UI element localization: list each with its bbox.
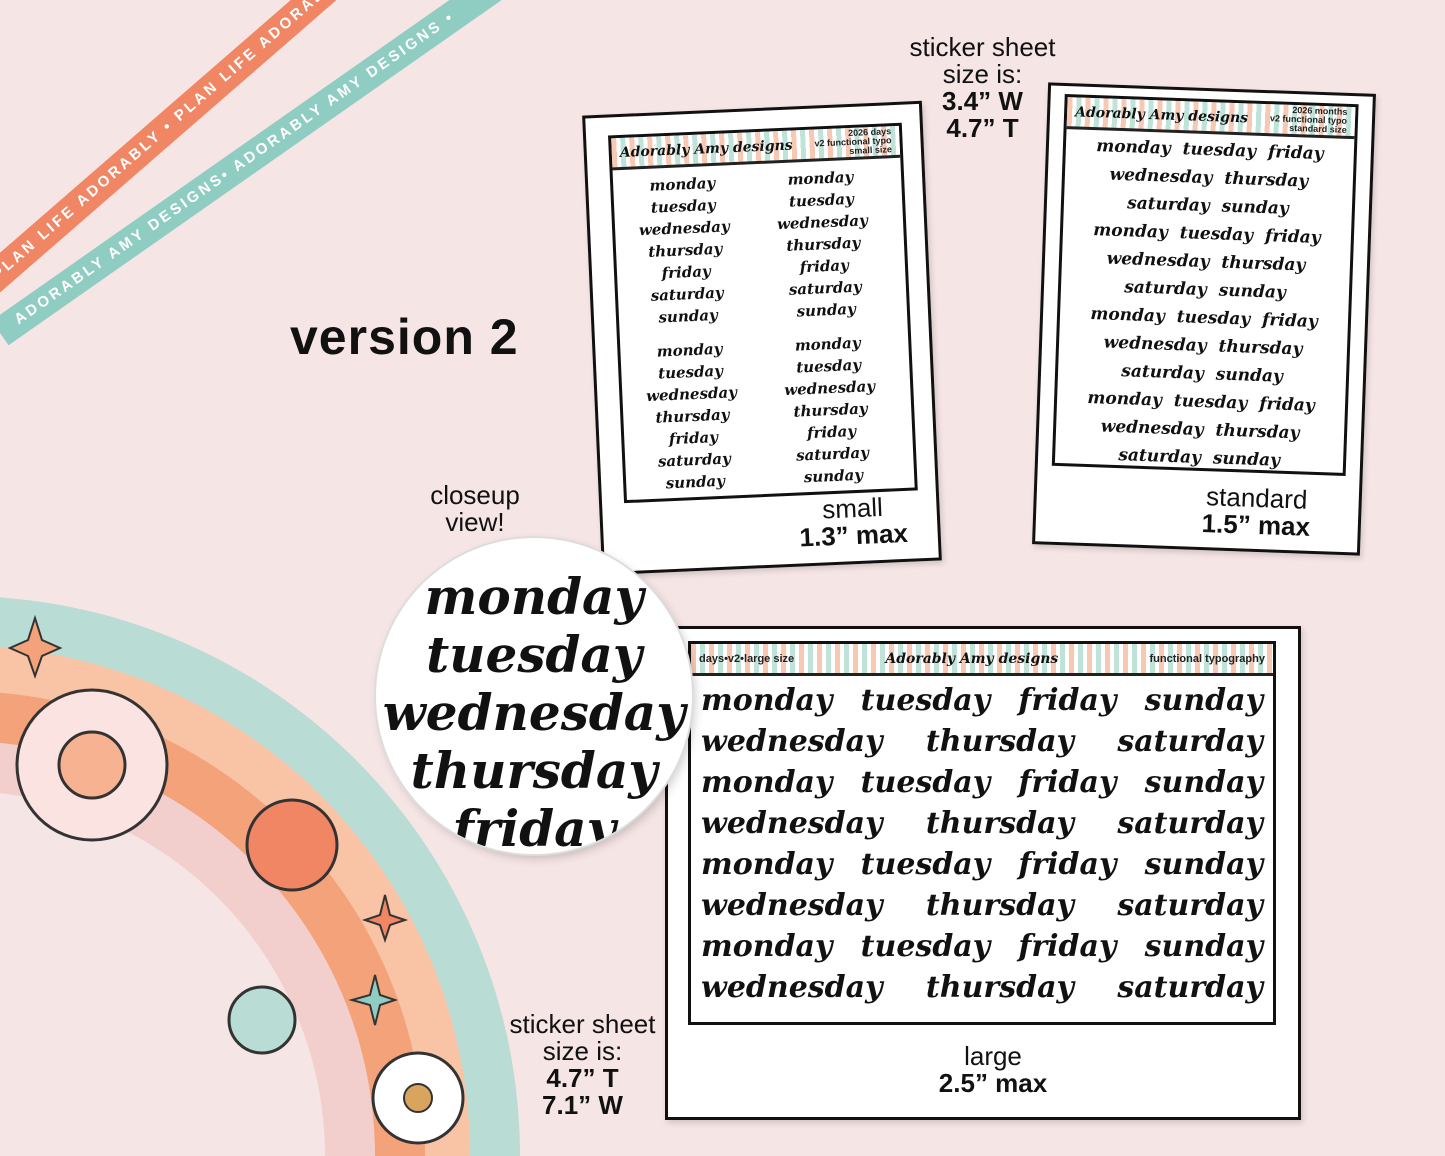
day-word: saturday bbox=[1117, 888, 1263, 923]
day-word: wednesday bbox=[1100, 416, 1204, 441]
day-word: friday bbox=[1267, 142, 1324, 165]
day-word: wednesday bbox=[1106, 248, 1210, 273]
day-word: thursday bbox=[925, 888, 1074, 923]
day-word: monday bbox=[1090, 304, 1166, 327]
day-word: monday bbox=[1087, 387, 1163, 411]
day-word: wednesday bbox=[701, 724, 883, 759]
day-row: wednesday thursday saturday bbox=[691, 967, 1273, 1008]
day-word: sunday bbox=[1144, 847, 1263, 882]
day-word: thursday bbox=[1221, 252, 1306, 276]
day-word: saturday bbox=[1117, 724, 1263, 759]
brand-logo: Adorably Amy designs bbox=[619, 136, 793, 161]
day-word: wednesday bbox=[1109, 164, 1213, 189]
smiley-flower-icon bbox=[15, 688, 169, 842]
day-word: saturday bbox=[1123, 277, 1208, 301]
large-sticker-sheet: days•v2•large size Adorably Amy designs … bbox=[665, 626, 1301, 1120]
day-word: sunday bbox=[803, 465, 864, 487]
day-word: sunday bbox=[796, 299, 857, 321]
brand-logo: Adorably Amy designs bbox=[885, 650, 1059, 667]
day-word: sunday bbox=[1221, 196, 1290, 219]
day-word: monday bbox=[701, 765, 833, 800]
day-word: saturday bbox=[1117, 806, 1263, 841]
version-title: version 2 bbox=[290, 309, 519, 365]
coral-flower-icon bbox=[245, 798, 339, 892]
day-word: saturday bbox=[1118, 445, 1202, 468]
sparkle-icon bbox=[348, 974, 399, 1026]
day-word: friday bbox=[1261, 310, 1319, 332]
day-word: tuesday bbox=[860, 847, 991, 882]
day-word: friday bbox=[1018, 683, 1117, 718]
day-word: monday bbox=[424, 567, 644, 626]
day-word: sunday bbox=[1144, 683, 1263, 718]
day-word: sunday bbox=[1218, 280, 1287, 303]
day-word: saturday bbox=[1120, 361, 1205, 385]
day-word: tuesday bbox=[1182, 139, 1257, 162]
day-word: wednesday bbox=[1103, 332, 1207, 357]
day-word: tuesday bbox=[1179, 223, 1254, 246]
day-word: sunday bbox=[658, 305, 719, 327]
day-word: friday bbox=[1258, 393, 1316, 416]
day-word: wednesday bbox=[382, 683, 686, 742]
teal-flower-icon bbox=[227, 985, 297, 1055]
day-word: saturday bbox=[1126, 193, 1211, 217]
day-word: sunday bbox=[1212, 448, 1281, 471]
day-word: wednesday bbox=[701, 806, 883, 841]
day-word: thursday bbox=[1215, 420, 1300, 444]
day-row: wednesday thursday saturday bbox=[691, 885, 1273, 926]
day-row: monday tuesday friday sunday bbox=[691, 680, 1273, 721]
rainbow-center bbox=[0, 793, 325, 1156]
day-word: tuesday bbox=[426, 625, 642, 684]
day-word: friday bbox=[1264, 226, 1321, 249]
day-word: wednesday bbox=[701, 970, 883, 1005]
day-word: tuesday bbox=[860, 929, 991, 964]
brand-logo: Adorably Amy designs bbox=[1074, 103, 1249, 126]
day-word: monday bbox=[701, 683, 833, 718]
day-row: monday tuesday friday sunday bbox=[691, 844, 1273, 885]
day-word: sunday bbox=[1215, 364, 1284, 387]
day-word: thursday bbox=[1218, 336, 1303, 360]
day-word: monday bbox=[1092, 220, 1169, 243]
sheet-header: days•v2•large size Adorably Amy designs … bbox=[691, 644, 1273, 676]
day-word: thursday bbox=[1224, 168, 1309, 192]
day-word: friday bbox=[1018, 929, 1117, 964]
day-word: thursday bbox=[925, 724, 1074, 759]
day-word: sunday bbox=[1144, 929, 1263, 964]
day-word: thursday bbox=[925, 806, 1074, 841]
day-word: friday bbox=[1018, 765, 1117, 800]
day-row: monday tuesday friday sunday bbox=[691, 926, 1273, 967]
day-word: monday bbox=[1095, 136, 1172, 159]
day-word: sunday bbox=[1144, 765, 1263, 800]
day-word: friday bbox=[1018, 847, 1117, 882]
day-row: wednesday thursday saturday bbox=[691, 803, 1273, 844]
sparkle-icon bbox=[7, 614, 63, 680]
day-word: tuesday bbox=[1173, 391, 1248, 414]
white-flower-icon bbox=[371, 1051, 465, 1145]
day-word: saturday bbox=[1117, 970, 1263, 1005]
day-word: tuesday bbox=[1176, 307, 1251, 330]
day-word: monday bbox=[701, 929, 833, 964]
day-word: thursday bbox=[410, 741, 658, 800]
day-word: tuesday bbox=[860, 683, 991, 718]
day-word: monday bbox=[701, 847, 833, 882]
sparkle-icon bbox=[361, 894, 409, 944]
day-row: monday tuesday friday sunday bbox=[691, 762, 1273, 803]
day-word: sunday bbox=[665, 471, 726, 493]
day-word: wednesday bbox=[701, 888, 883, 923]
day-word: thursday bbox=[925, 970, 1074, 1005]
day-word: tuesday bbox=[860, 765, 991, 800]
day-row: wednesday thursday saturday bbox=[691, 721, 1273, 762]
